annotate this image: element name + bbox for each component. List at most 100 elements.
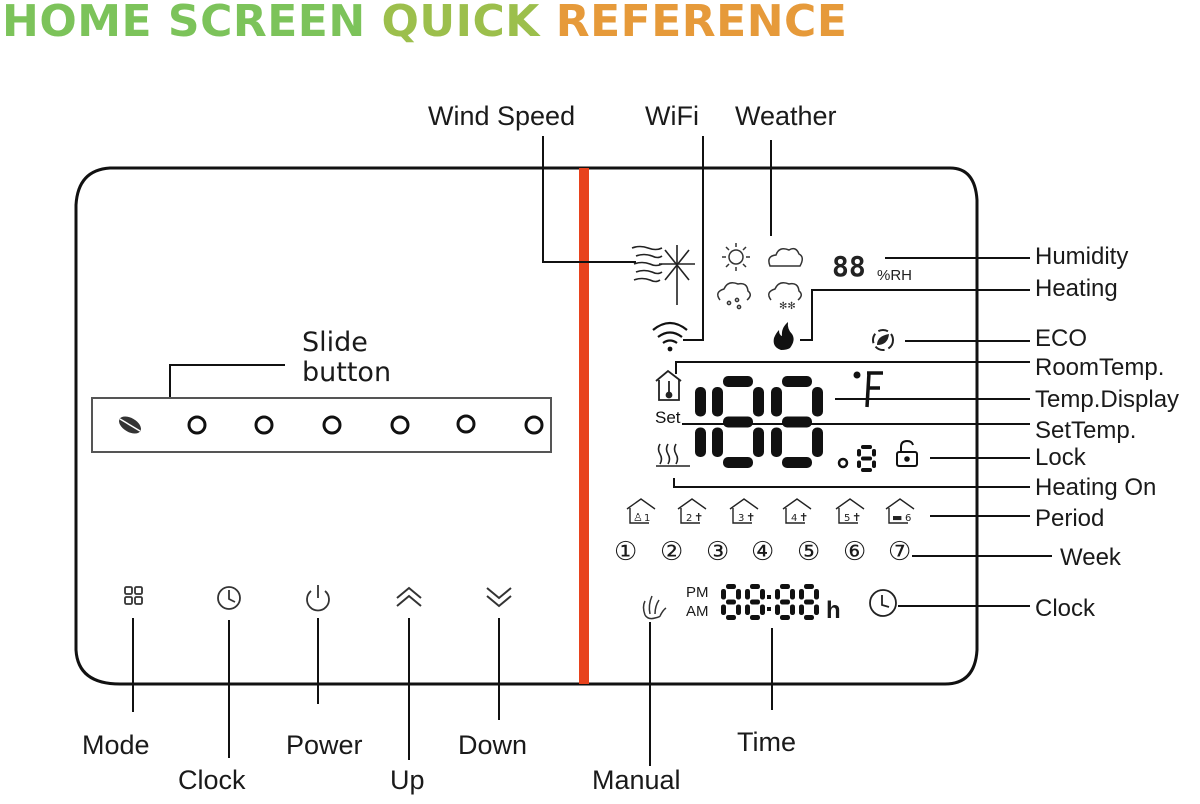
accent-divider (579, 168, 589, 684)
period-icons: 1♙2✝3✝4✝5✝6▬ (626, 498, 915, 524)
segment-a (804, 584, 814, 589)
time-colon-dot (767, 607, 771, 611)
segment-b (753, 387, 764, 417)
segment-c (760, 604, 765, 615)
power-icon[interactable] (306, 585, 330, 612)
segment-a (780, 584, 790, 589)
segment-d (782, 457, 812, 468)
slide-dot-1[interactable] (187, 415, 207, 435)
period-number: 5 (844, 513, 850, 524)
clock-icon (869, 589, 897, 617)
week-day-5: ⑤ (797, 537, 821, 567)
segment-g (861, 456, 872, 461)
label-up: Up (390, 765, 425, 795)
segment-g (726, 599, 736, 605)
period-icon-3: 3✝ (729, 498, 759, 524)
segment-a (782, 376, 812, 387)
segment-g (780, 599, 790, 605)
wind-speed-icon (631, 245, 695, 305)
mode-grid-icon[interactable] (124, 586, 143, 605)
label-room-temp: RoomTemp. (1035, 354, 1165, 381)
temp-display-digits (695, 376, 823, 468)
device-frame (74, 166, 979, 686)
period-figure-icon: ✝ (852, 511, 861, 524)
label-period: Period (1035, 505, 1105, 532)
title-part-home-screen: HOME SCREEN (2, 0, 366, 47)
segment-f (857, 449, 861, 457)
label-temp-display: Temp.Display (1035, 386, 1180, 413)
label-set-temp: SetTemp. (1035, 417, 1137, 444)
slide-dot-6[interactable] (524, 415, 544, 435)
fahrenheit-unit (865, 371, 883, 408)
segment-f (775, 589, 780, 600)
week-day-6: ⑥ (843, 537, 867, 567)
segment-f (712, 387, 723, 417)
segment-c (736, 604, 741, 615)
set-text: Set (655, 408, 681, 427)
period-icon-2: 2✝ (677, 498, 707, 524)
label-heating-on: Heating On (1035, 474, 1157, 501)
snow-icon: ✻✻ (768, 282, 802, 312)
label-mode: Mode (82, 730, 150, 760)
week-day-2: ② (660, 537, 684, 567)
home-thermometer-icon (655, 369, 682, 401)
clock-button-icon[interactable] (217, 586, 241, 610)
week-day-1: ① (614, 537, 638, 567)
label-week: Week (1060, 544, 1121, 571)
title-part-quick: QUICK (381, 0, 540, 47)
label-wifi: WiFi (645, 101, 699, 131)
slide-dot-3[interactable] (322, 415, 342, 435)
label-clock: Clock (178, 765, 246, 795)
hand-icon (642, 595, 667, 620)
temp-digit-2 (712, 376, 764, 468)
time-digit-3 (775, 584, 795, 620)
segment-d (726, 615, 736, 620)
time-digit-1 (721, 584, 741, 620)
cloudy-icon (768, 247, 803, 267)
period-figure-icon: ✝ (799, 511, 808, 524)
label-time: Time (737, 727, 796, 757)
unlock-icon (896, 439, 918, 467)
period-figure-icon: ♙ (633, 511, 643, 524)
segment-c (753, 427, 764, 457)
week-day-4: ④ (751, 537, 775, 567)
slide-dot-2[interactable] (254, 415, 274, 435)
double-chevron-down-icon[interactable] (486, 587, 512, 608)
week-day-3: ③ (706, 537, 730, 567)
period-number: 4 (791, 513, 797, 524)
segment-b (872, 449, 876, 457)
period-number: 3 (738, 513, 744, 524)
svg-text:✻✻: ✻✻ (779, 301, 796, 312)
label-eco: ECO (1035, 325, 1088, 352)
label-slide-button: Slide button (302, 328, 391, 388)
slide-button-leaf-icon (119, 416, 141, 434)
label-slide-line2: button (302, 357, 392, 388)
pm-indicator: PM (686, 584, 709, 601)
slide-button-bar[interactable] (91, 397, 552, 453)
period-figure-icon: ✝ (746, 511, 755, 524)
label-weather: Weather (735, 101, 837, 131)
period-figure-icon: ▬ (892, 511, 902, 524)
sun-icon (722, 243, 750, 271)
segment-c (695, 427, 706, 457)
slide-dot-4[interactable] (390, 415, 410, 435)
segment-g (723, 416, 753, 428)
segment-d (861, 468, 872, 472)
am-indicator: AM (686, 603, 709, 620)
period-number: 6 (905, 513, 911, 524)
segment-c (812, 427, 823, 457)
wifi-icon (652, 321, 688, 352)
double-chevron-up-icon[interactable] (396, 586, 422, 607)
eco-leaf-icon (872, 329, 894, 351)
segment-d (750, 615, 760, 620)
segment-b (790, 589, 795, 600)
segment-d (723, 457, 753, 468)
title-part-reference: REFERENCE (555, 0, 848, 47)
segment-c (872, 460, 876, 468)
time-unit-h: h (826, 597, 841, 624)
slide-dot-5[interactable] (456, 414, 476, 434)
segment-f (721, 589, 726, 600)
label-manual: Manual (592, 765, 681, 795)
temp-decimal-digit-1 (857, 445, 876, 472)
